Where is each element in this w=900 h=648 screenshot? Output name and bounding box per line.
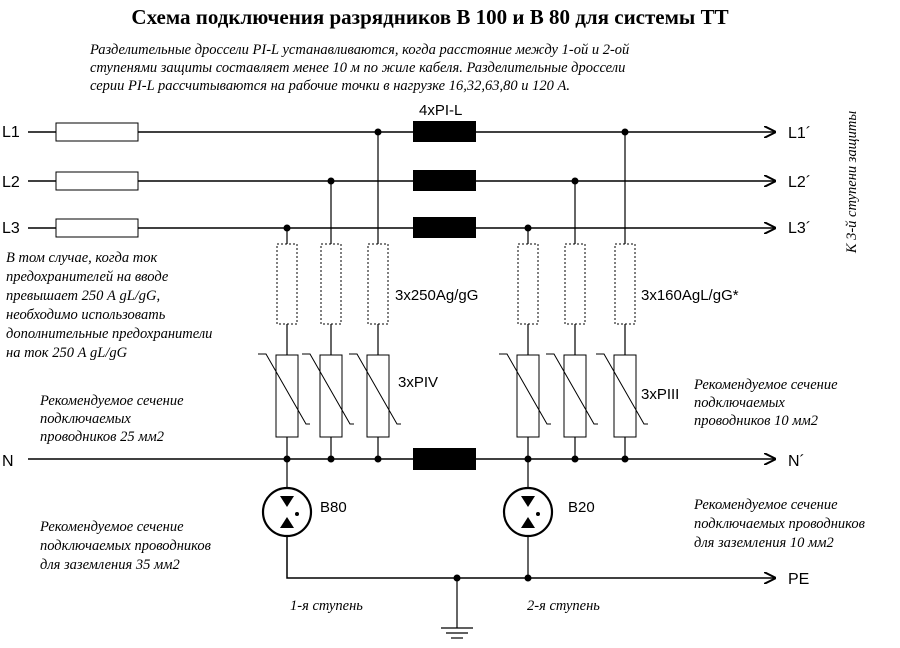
top-note-line-1: Разделительные дроссели PI-L устанавлива…: [89, 42, 630, 58]
input-fuse-l1: [55, 122, 139, 142]
stage-1-label: 1-я ступень: [290, 598, 363, 614]
ground-note-2-line-3: для заземления 10 мм2: [694, 535, 834, 551]
arrester-b80-symbol: [261, 486, 313, 538]
opt-fuse-2b: [564, 243, 586, 325]
arrester-b20-symbol: [502, 486, 554, 538]
arrester-1-label: B80: [320, 499, 347, 516]
label-l3-out: L3´: [788, 220, 811, 237]
varistor-2a: [499, 353, 551, 438]
optional-fuses: [276, 243, 636, 325]
top-note-line-2: ступенями защиты составляет менее 10 м п…: [90, 60, 625, 76]
opt-fuse-2a: [517, 243, 539, 325]
choke-label: 4xPI-L: [419, 102, 462, 119]
label-l1: L1: [2, 124, 20, 141]
ground-icon: [441, 578, 473, 639]
fuse-label-1: 3x250Ag/gG: [395, 287, 478, 304]
ground-note-1-line-3: для заземления 35 мм2: [40, 557, 180, 573]
sec-note-1-line-2: подключаемых: [40, 411, 131, 427]
varistors: [258, 353, 648, 438]
ground-note-1-line-2: подключаемых проводников: [40, 538, 212, 554]
opt-fuse-1a: [276, 243, 298, 325]
sec-note-2-line-2: подключаемых: [694, 395, 785, 411]
fuse-note-line-6: на ток 250 А gL/gG: [6, 345, 128, 361]
sec-note-2-line-3: проводников 10 мм2: [694, 413, 818, 429]
input-fuse-l2: [55, 171, 139, 191]
opt-fuse-2c: [614, 243, 636, 325]
choke-l3: [413, 217, 476, 238]
varistor-2b: [546, 353, 598, 438]
ground-note-1-line-1: Рекомендуемое сечение: [39, 519, 184, 535]
sec-note-1-line-3: проводников 25 мм2: [40, 429, 164, 445]
junction-dots: [283, 128, 629, 582]
chokes-pi-l: [413, 121, 476, 470]
page-title: Схема подключения разрядников В 100 и В …: [131, 5, 728, 29]
sec-note-2-line-1: Рекомендуемое сечение: [693, 377, 838, 393]
top-note-line-3: серии PI-L рассчитываются на рабочие точ…: [90, 78, 570, 94]
label-l2-out: L2´: [788, 174, 811, 191]
opt-fuse-1c: [367, 243, 389, 325]
bus-pe: [286, 530, 775, 578]
fuse-note-line-1: В том случае, когда ток: [6, 250, 157, 266]
sec-note-1-line-1: Рекомендуемое сечение: [39, 393, 184, 409]
fuse-note-line-3: превышает 250 А gL/gG,: [6, 288, 160, 304]
opt-fuse-1b: [320, 243, 342, 325]
choke-l1: [413, 121, 476, 142]
varistor-1b: [302, 353, 354, 438]
input-fuse-l3: [55, 218, 139, 238]
arrester-2-label: B20: [568, 499, 595, 516]
ground-note-2-line-2: подключаемых проводников: [694, 516, 866, 532]
choke-l2: [413, 170, 476, 191]
varistor-1a: [258, 353, 310, 438]
spd-label-1: 3xPIV: [398, 374, 438, 391]
varistor-2c: [596, 353, 648, 438]
input-fuses: [55, 122, 139, 238]
fuse-note-line-4: необходимо использовать: [6, 307, 166, 323]
label-n-out: N´: [788, 453, 805, 470]
stage-2-label: 2-я ступень: [527, 598, 600, 614]
label-l3: L3: [2, 220, 20, 237]
varistor-1c: [349, 353, 401, 438]
label-pe-out: PE: [788, 571, 809, 588]
label-l1-out: L1´: [788, 125, 811, 142]
fuse-note-line-5: дополнительные предохранители: [6, 326, 212, 342]
label-l2: L2: [2, 174, 20, 191]
fuse-label-2: 3x160AgL/gG*: [641, 287, 739, 304]
choke-n: [413, 448, 476, 470]
bus-lines: [28, 132, 775, 578]
ground-note-2-line-1: Рекомендуемое сечение: [693, 497, 838, 513]
vertical-note: К 3-й ступени защиты: [844, 111, 860, 255]
fuse-note-line-2: предохранителей на вводе: [6, 269, 169, 285]
spd-label-2: 3xPIII: [641, 386, 679, 403]
label-n: N: [2, 453, 14, 470]
